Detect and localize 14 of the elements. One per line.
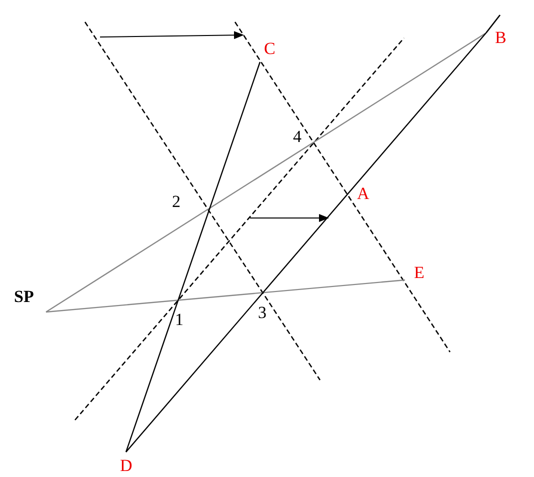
point-label: SP: [14, 288, 34, 305]
line-segment: [46, 279, 406, 313]
point-label: E: [414, 264, 424, 281]
point-label: D: [120, 457, 132, 474]
point-label: 3: [258, 304, 266, 321]
point-label: A: [357, 185, 370, 202]
line-segment: [126, 32, 486, 452]
point-label: B: [495, 29, 506, 46]
point-label: 2: [172, 193, 180, 210]
line-segment: [46, 32, 486, 312]
line-segment: [125, 62, 261, 452]
point-label: C: [264, 40, 276, 57]
point-label: 1: [175, 311, 184, 328]
point-label: 4: [293, 128, 302, 145]
